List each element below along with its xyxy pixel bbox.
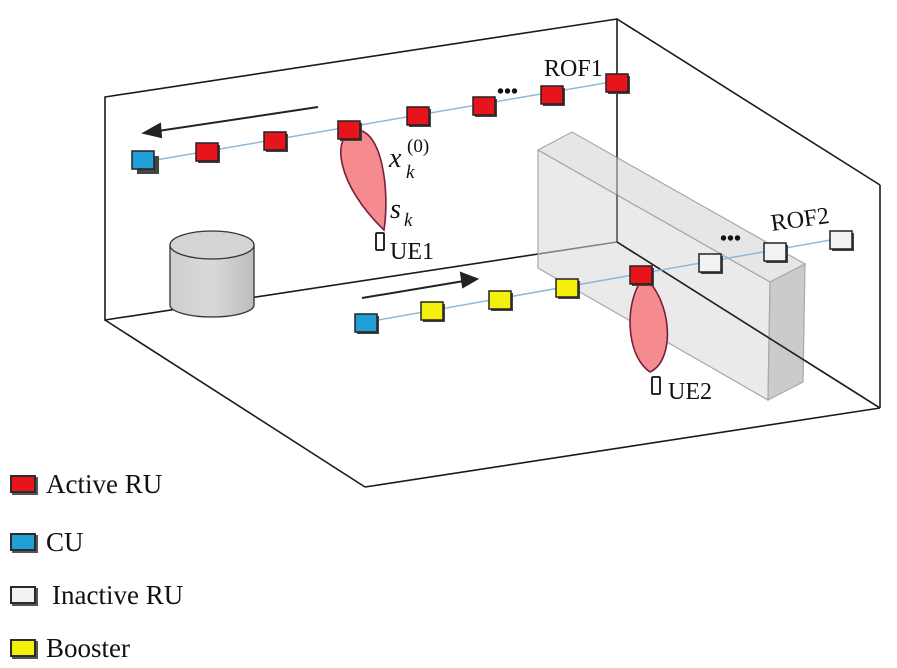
- booster-unit: [420, 301, 445, 322]
- cu-swatch: [10, 533, 36, 551]
- ue2-label: UE2: [668, 379, 712, 405]
- ue1-label: UE1: [390, 239, 434, 265]
- active-ru: [195, 142, 220, 163]
- legend-item-inactive-ru: Inactive RU: [10, 577, 183, 613]
- x-subscript: k: [406, 162, 415, 183]
- signal-x-label: x k (0): [388, 136, 429, 183]
- active-ru-swatch: [10, 475, 36, 493]
- rof2-fiber: [366, 237, 843, 323]
- ue2-device: [651, 376, 661, 395]
- rof1-fiber: [143, 80, 618, 163]
- legend-item-cu: CU: [10, 524, 84, 560]
- booster-unit: [555, 278, 580, 299]
- active-ru: [629, 265, 654, 286]
- ue1-device: [375, 232, 385, 251]
- beam-ue1: [340, 129, 387, 232]
- signal-s-label: s k: [390, 194, 413, 231]
- active-ru: [605, 73, 630, 94]
- booster-swatch: [10, 639, 36, 657]
- server-cylinder: [169, 230, 255, 318]
- legend-label: Booster: [46, 632, 130, 663]
- rof2-label: ROF2: [769, 203, 831, 237]
- rof1-units: [131, 73, 630, 174]
- inactive-ru: [763, 242, 788, 263]
- rof1-direction-arrow: [141, 106, 319, 139]
- beam-ue2: [629, 275, 669, 373]
- rof2-ellipsis: •••: [720, 228, 741, 250]
- inactive-ru-swatch: [10, 586, 36, 604]
- legend-label: Inactive RU: [52, 579, 184, 610]
- active-ru: [337, 120, 362, 141]
- cu-unit: [354, 313, 379, 334]
- s-subscript: k: [404, 210, 413, 231]
- x-symbol: x: [388, 143, 402, 174]
- rof1-label: ROF1: [544, 56, 603, 82]
- s-symbol: s: [390, 194, 401, 225]
- inactive-ru: [829, 230, 854, 251]
- wall-block: [536, 131, 807, 402]
- rof1-ellipsis: •••: [497, 81, 518, 103]
- legend-item-booster: Booster: [10, 630, 130, 666]
- booster-unit: [488, 290, 513, 311]
- rof2-units: [354, 230, 854, 334]
- legend-label: Active RU: [46, 468, 163, 499]
- cu-unit: [131, 150, 159, 174]
- legend-label: CU: [46, 526, 84, 557]
- active-ru: [406, 106, 431, 127]
- x-superscript: (0): [407, 136, 429, 157]
- rof2-direction-arrow: [361, 271, 480, 299]
- active-ru: [540, 85, 565, 106]
- legend-item-active-ru: Active RU: [10, 466, 162, 502]
- active-ru: [263, 131, 288, 152]
- active-ru: [472, 96, 497, 117]
- inactive-ru: [698, 253, 723, 274]
